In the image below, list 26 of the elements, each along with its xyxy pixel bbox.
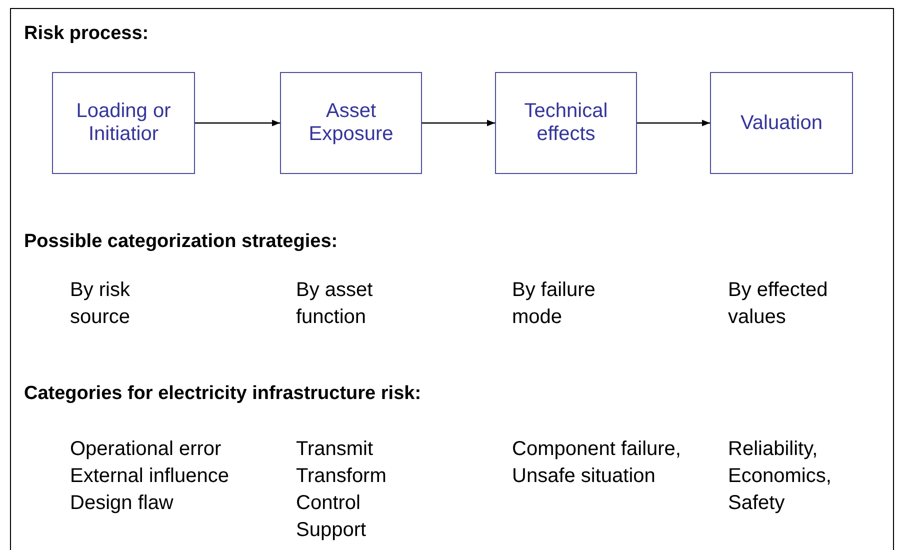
category-text: Economics, <box>728 464 832 489</box>
category-text: Design flaw <box>70 491 174 516</box>
category-text: By failure mode <box>512 278 596 330</box>
category-text: Unsafe situation <box>512 464 656 489</box>
arrow <box>195 120 280 126</box>
process-box: Asset Exposure <box>280 72 422 174</box>
section-heading: Risk process: <box>24 22 149 46</box>
category-text: Safety <box>728 491 786 516</box>
category-text: Support <box>296 518 368 543</box>
process-box: Loading or Initiatior <box>52 72 195 174</box>
category-text: Component failure, <box>512 437 682 462</box>
category-text: Transmit <box>296 437 374 462</box>
arrow <box>422 120 495 126</box>
category-text: External influence <box>70 464 230 489</box>
section-heading: Categories for electricity infrastructure risk: <box>24 382 422 406</box>
category-text: Control <box>296 491 362 516</box>
arrow <box>637 120 710 126</box>
category-text: By effected values <box>728 278 829 330</box>
section-heading: Possible categorization strategies: <box>24 230 338 254</box>
category-text: By risk source <box>70 278 132 330</box>
category-text: Operational error <box>70 437 222 462</box>
category-text: Transform <box>296 464 388 489</box>
category-text: By asset function <box>296 278 374 330</box>
process-box: Technical effects <box>495 72 637 174</box>
process-box: Valuation <box>710 72 853 174</box>
category-text: Reliability, <box>728 437 819 462</box>
